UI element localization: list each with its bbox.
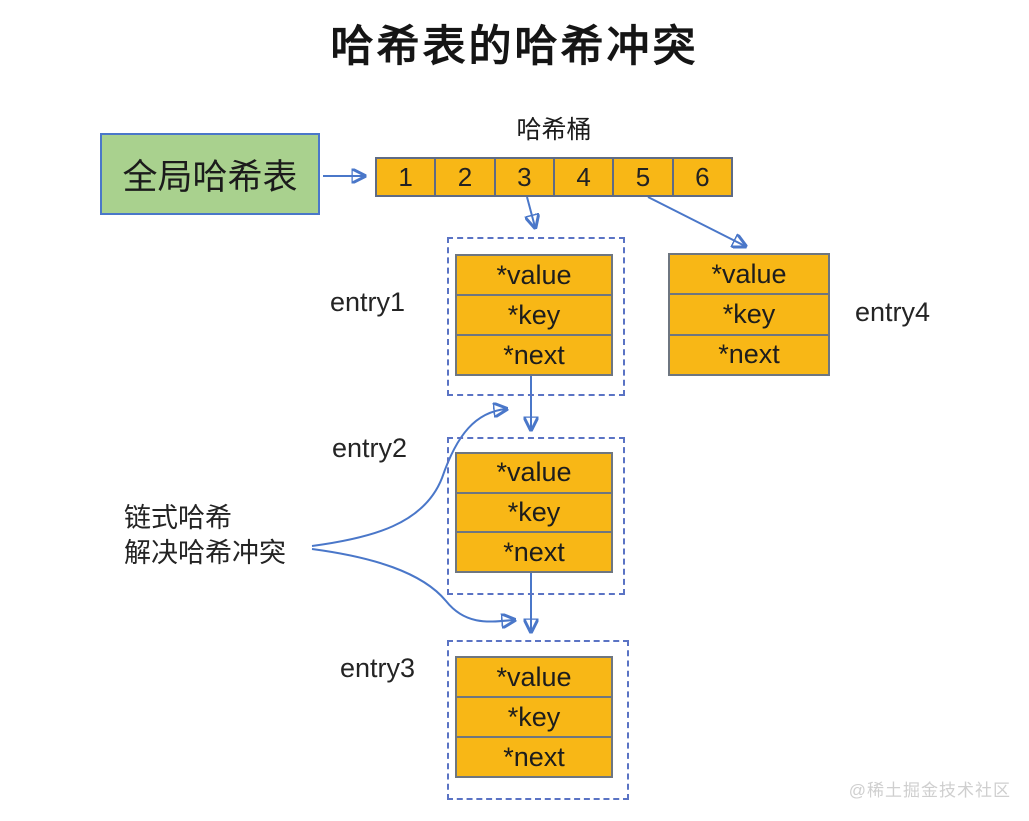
global-hash-table-label: 全局哈希表 xyxy=(122,157,298,197)
arrow-bucket5-to-entry4 xyxy=(647,196,745,246)
annotation-line2: 解决哈希冲突 xyxy=(124,538,286,568)
diagram-title: 哈希表的哈希冲突 xyxy=(330,23,699,71)
entry4-struct: *value *key *next xyxy=(668,253,830,376)
entry1-label: entry1 xyxy=(330,287,406,317)
hash-bucket-array: 1 2 3 4 5 6 xyxy=(375,157,733,197)
hash-bucket-label: 哈希桶 xyxy=(516,116,592,144)
bucket-cell-4: 4 xyxy=(552,157,615,197)
watermark: @稀土掘金技术社区 xyxy=(848,781,1011,800)
arrow-bucket3-to-entry1 xyxy=(527,196,535,227)
entry4-value-cell: *value xyxy=(668,253,830,296)
entry4-label: entry4 xyxy=(855,297,931,327)
entry4-key-cell: *key xyxy=(668,293,830,336)
entry2-next-cell: *next xyxy=(455,531,613,574)
entry2-value-cell: *value xyxy=(455,452,613,494)
entry3-label: entry3 xyxy=(340,653,416,683)
entry4-next-cell: *next xyxy=(668,333,830,376)
entry3-struct: *value *key *next xyxy=(455,656,613,778)
entry3-dashed-container xyxy=(447,640,629,800)
entry1-dashed-container xyxy=(447,237,625,396)
bucket-cell-3: 3 xyxy=(493,157,555,197)
bucket-cell-2: 2 xyxy=(434,157,496,197)
annotation-line1: 链式哈希 xyxy=(124,503,232,533)
entry3-value-cell: *value xyxy=(455,656,613,698)
entry3-key-cell: *key xyxy=(455,696,613,738)
entry1-next-cell: *next xyxy=(455,334,613,376)
entry1-struct: *value *key *next xyxy=(455,254,613,376)
bucket-cell-1: 1 xyxy=(375,157,437,197)
entry1-value-cell: *value xyxy=(455,254,613,296)
bucket-cell-5: 5 xyxy=(612,157,674,197)
entry3-next-cell: *next xyxy=(455,736,613,778)
entry2-struct: *value *key *next xyxy=(455,452,613,574)
global-hash-table-box: 全局哈希表 xyxy=(100,133,320,215)
entry1-key-cell: *key xyxy=(455,294,613,336)
chained-hash-annotation: 链式哈希 解决哈希冲突 xyxy=(124,501,286,571)
bucket-cell-6: 6 xyxy=(671,157,733,197)
entry2-key-cell: *key xyxy=(455,491,613,534)
entry2-label: entry2 xyxy=(332,433,408,463)
